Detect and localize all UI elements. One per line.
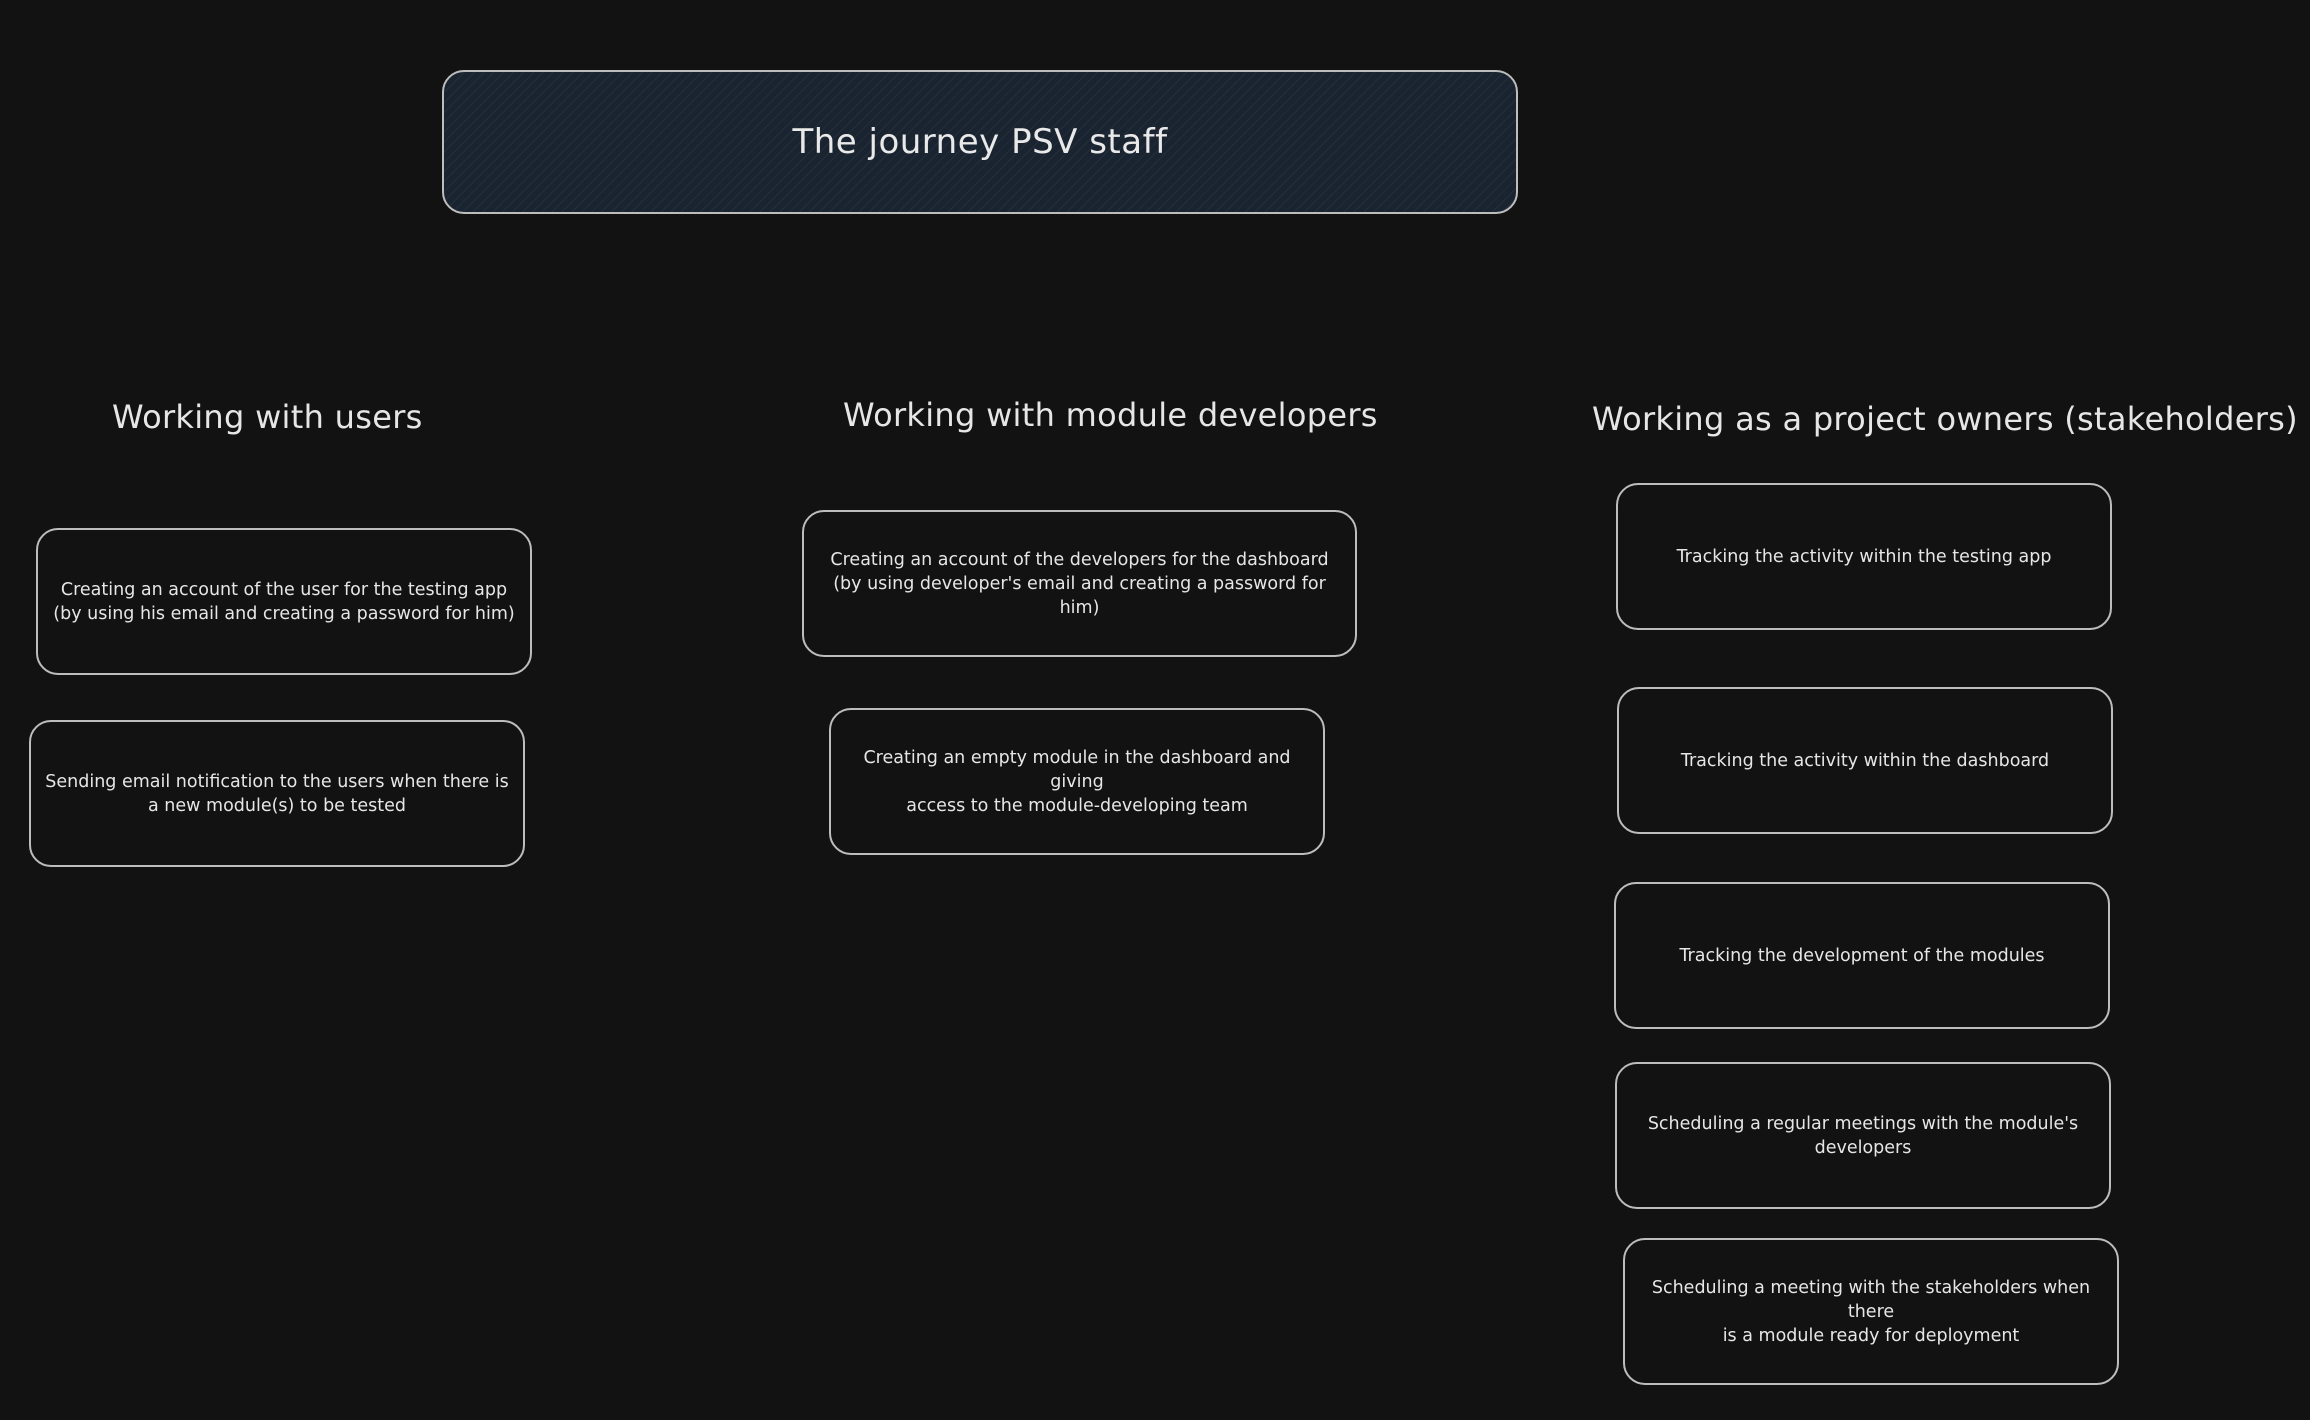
card-text: Creating an account of the user for the … [53, 579, 515, 624]
column-heading-project-owners: Working as a project owners (stakeholder… [1592, 400, 2298, 438]
column-heading-users: Working with users [112, 398, 423, 436]
card-text: Creating an account of the developers fo… [830, 549, 1329, 618]
diagram-title: The journey PSV staff [792, 122, 1168, 162]
card-text: Tracking the activity within the dashboa… [1680, 750, 2050, 771]
title-box[interactable]: The journey PSV staff [442, 70, 1518, 214]
card-text: Sending email notification to the users … [45, 771, 509, 816]
card-owners-track-modules[interactable]: Tracking the development of the modules [1614, 882, 2110, 1029]
card-developers-create-account[interactable]: Creating an account of the developers fo… [802, 510, 1357, 657]
card-owners-regular-meetings[interactable]: Scheduling a regular meetings with the m… [1615, 1062, 2111, 1209]
card-owners-track-testing-app[interactable]: Tracking the activity within the testing… [1616, 483, 2112, 630]
card-users-create-account[interactable]: Creating an account of the user for the … [36, 528, 532, 675]
card-text: Scheduling a regular meetings with the m… [1647, 1113, 2079, 1158]
card-text: Tracking the development of the modules [1679, 945, 2045, 966]
card-text: Tracking the activity within the testing… [1676, 546, 2052, 567]
card-text: Creating an empty module in the dashboar… [863, 747, 1291, 816]
card-owners-stakeholder-meeting[interactable]: Scheduling a meeting with the stakeholde… [1623, 1238, 2119, 1385]
column-heading-module-developers: Working with module developers [843, 396, 1378, 434]
card-text: Scheduling a meeting with the stakeholde… [1651, 1277, 2091, 1346]
card-owners-track-dashboard[interactable]: Tracking the activity within the dashboa… [1617, 687, 2113, 834]
card-users-email-notification[interactable]: Sending email notification to the users … [29, 720, 525, 867]
card-developers-empty-module[interactable]: Creating an empty module in the dashboar… [829, 708, 1325, 855]
